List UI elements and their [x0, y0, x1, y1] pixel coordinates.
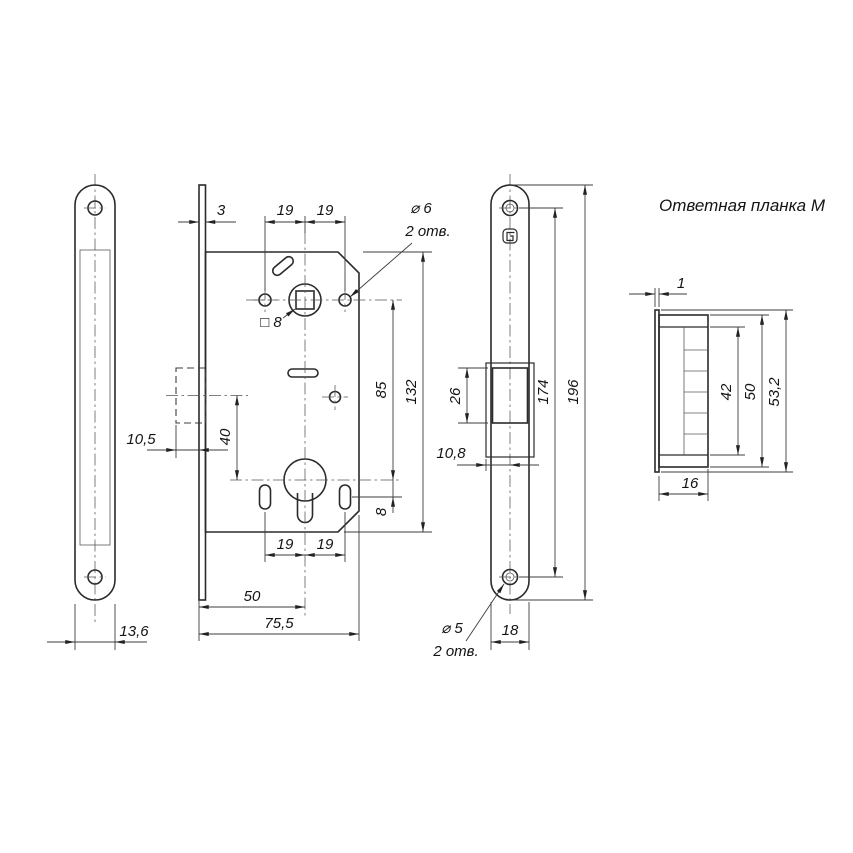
dim-label-d5: ⌀ 5	[441, 620, 463, 637]
callout-hole-diameter: ⌀ 6 2 отв.	[349, 200, 451, 298]
dim-top-spacing: 19 19	[264, 202, 346, 291]
forend-plate-outline	[490, 184, 530, 601]
dim-body-depth: 75,5	[199, 515, 360, 641]
dim-label-square-8: □ 8	[260, 314, 282, 331]
lock-body-side-view: 3 19 19 ⌀ 6 2 отв. □ 8 85	[126, 184, 451, 641]
dim-label-d6: ⌀ 6	[410, 200, 432, 217]
horizontal-slot	[287, 368, 319, 378]
dim-latch-height: 26	[447, 367, 488, 424]
dim-strike-height: 53,2	[661, 309, 793, 473]
dim-label-18: 18	[502, 622, 519, 639]
dim-label-26: 26	[447, 387, 464, 405]
lock-front-view: 26 174 196 10,8 ⌀ 5 2 отв.	[432, 174, 593, 660]
dim-label-19-top-right: 19	[317, 202, 334, 219]
dim-label-19-bottom-right: 19	[317, 536, 334, 553]
dim-faceplate-width: 13,6	[47, 604, 149, 650]
dim-strike-thickness: 1	[629, 275, 687, 307]
dim-label-53-2: 53,2	[766, 377, 783, 407]
dim-label-10-5: 10,5	[126, 431, 156, 448]
dim-label-42: 42	[718, 383, 735, 400]
dim-label-132: 132	[403, 379, 420, 405]
dim-plate-thickness: 3	[178, 202, 236, 225]
case-edge-outline	[485, 362, 535, 458]
latch-bolt	[491, 367, 529, 424]
dim-label-19-bottom-left: 19	[277, 536, 294, 553]
dim-label-19-top-left: 19	[277, 202, 294, 219]
faceplate-recess	[79, 249, 111, 546]
dim-label-2-holes: 2 отв.	[404, 223, 450, 240]
dim-backset: 50	[199, 588, 305, 610]
bottom-slot-right	[338, 484, 352, 510]
dim-plate-width: 18	[490, 602, 530, 650]
dim-latch-to-cylinder: 40	[217, 395, 240, 480]
dim-pocket-height: 42	[710, 326, 745, 456]
strike-box-outline	[658, 314, 709, 468]
strike-plate-view: Ответная планка М 1 42	[629, 196, 826, 501]
dim-label-85: 85	[373, 381, 390, 398]
angled-slot	[271, 255, 295, 277]
callout-square-spindle: □ 8	[260, 308, 296, 331]
callout-screw-diameter: ⌀ 5 2 отв.	[432, 583, 505, 660]
dim-front-offset: 10,8	[436, 445, 539, 471]
dim-label-16: 16	[682, 475, 699, 492]
faceplate-front-view: 13,6	[47, 174, 149, 650]
dim-screw-distance: 174	[519, 207, 563, 578]
dim-box-depth: 16	[658, 469, 709, 501]
dim-label-1: 1	[677, 275, 685, 292]
dim-label-3: 3	[217, 202, 226, 219]
dim-label-75-5: 75,5	[264, 615, 294, 632]
dim-latch-protrusion: 10,5	[126, 425, 228, 458]
dim-label-174: 174	[535, 379, 552, 404]
lock-body-outline	[204, 251, 360, 533]
dim-label-10-8: 10,8	[436, 445, 466, 462]
faceplate-outline	[74, 184, 116, 601]
dim-label-50-strike: 50	[742, 383, 759, 400]
brand-logo	[502, 228, 518, 244]
dim-label-2-holes-front: 2 отв.	[432, 643, 478, 660]
dim-label-50: 50	[244, 588, 261, 605]
dim-slot-offset: 8	[352, 480, 402, 516]
dim-label-13-6: 13,6	[119, 623, 149, 640]
bottom-slot-left	[258, 484, 272, 510]
dim-box-height: 50	[710, 314, 769, 468]
dim-label-196: 196	[565, 379, 582, 405]
dim-center-distance: 85	[373, 300, 396, 480]
dim-label-40: 40	[217, 428, 234, 445]
dim-label-8: 8	[373, 507, 390, 516]
strike-plate-title: Ответная планка М	[659, 196, 826, 215]
dim-plate-height: 196	[513, 184, 593, 601]
dim-bottom-spacing: 19 19	[264, 512, 346, 562]
